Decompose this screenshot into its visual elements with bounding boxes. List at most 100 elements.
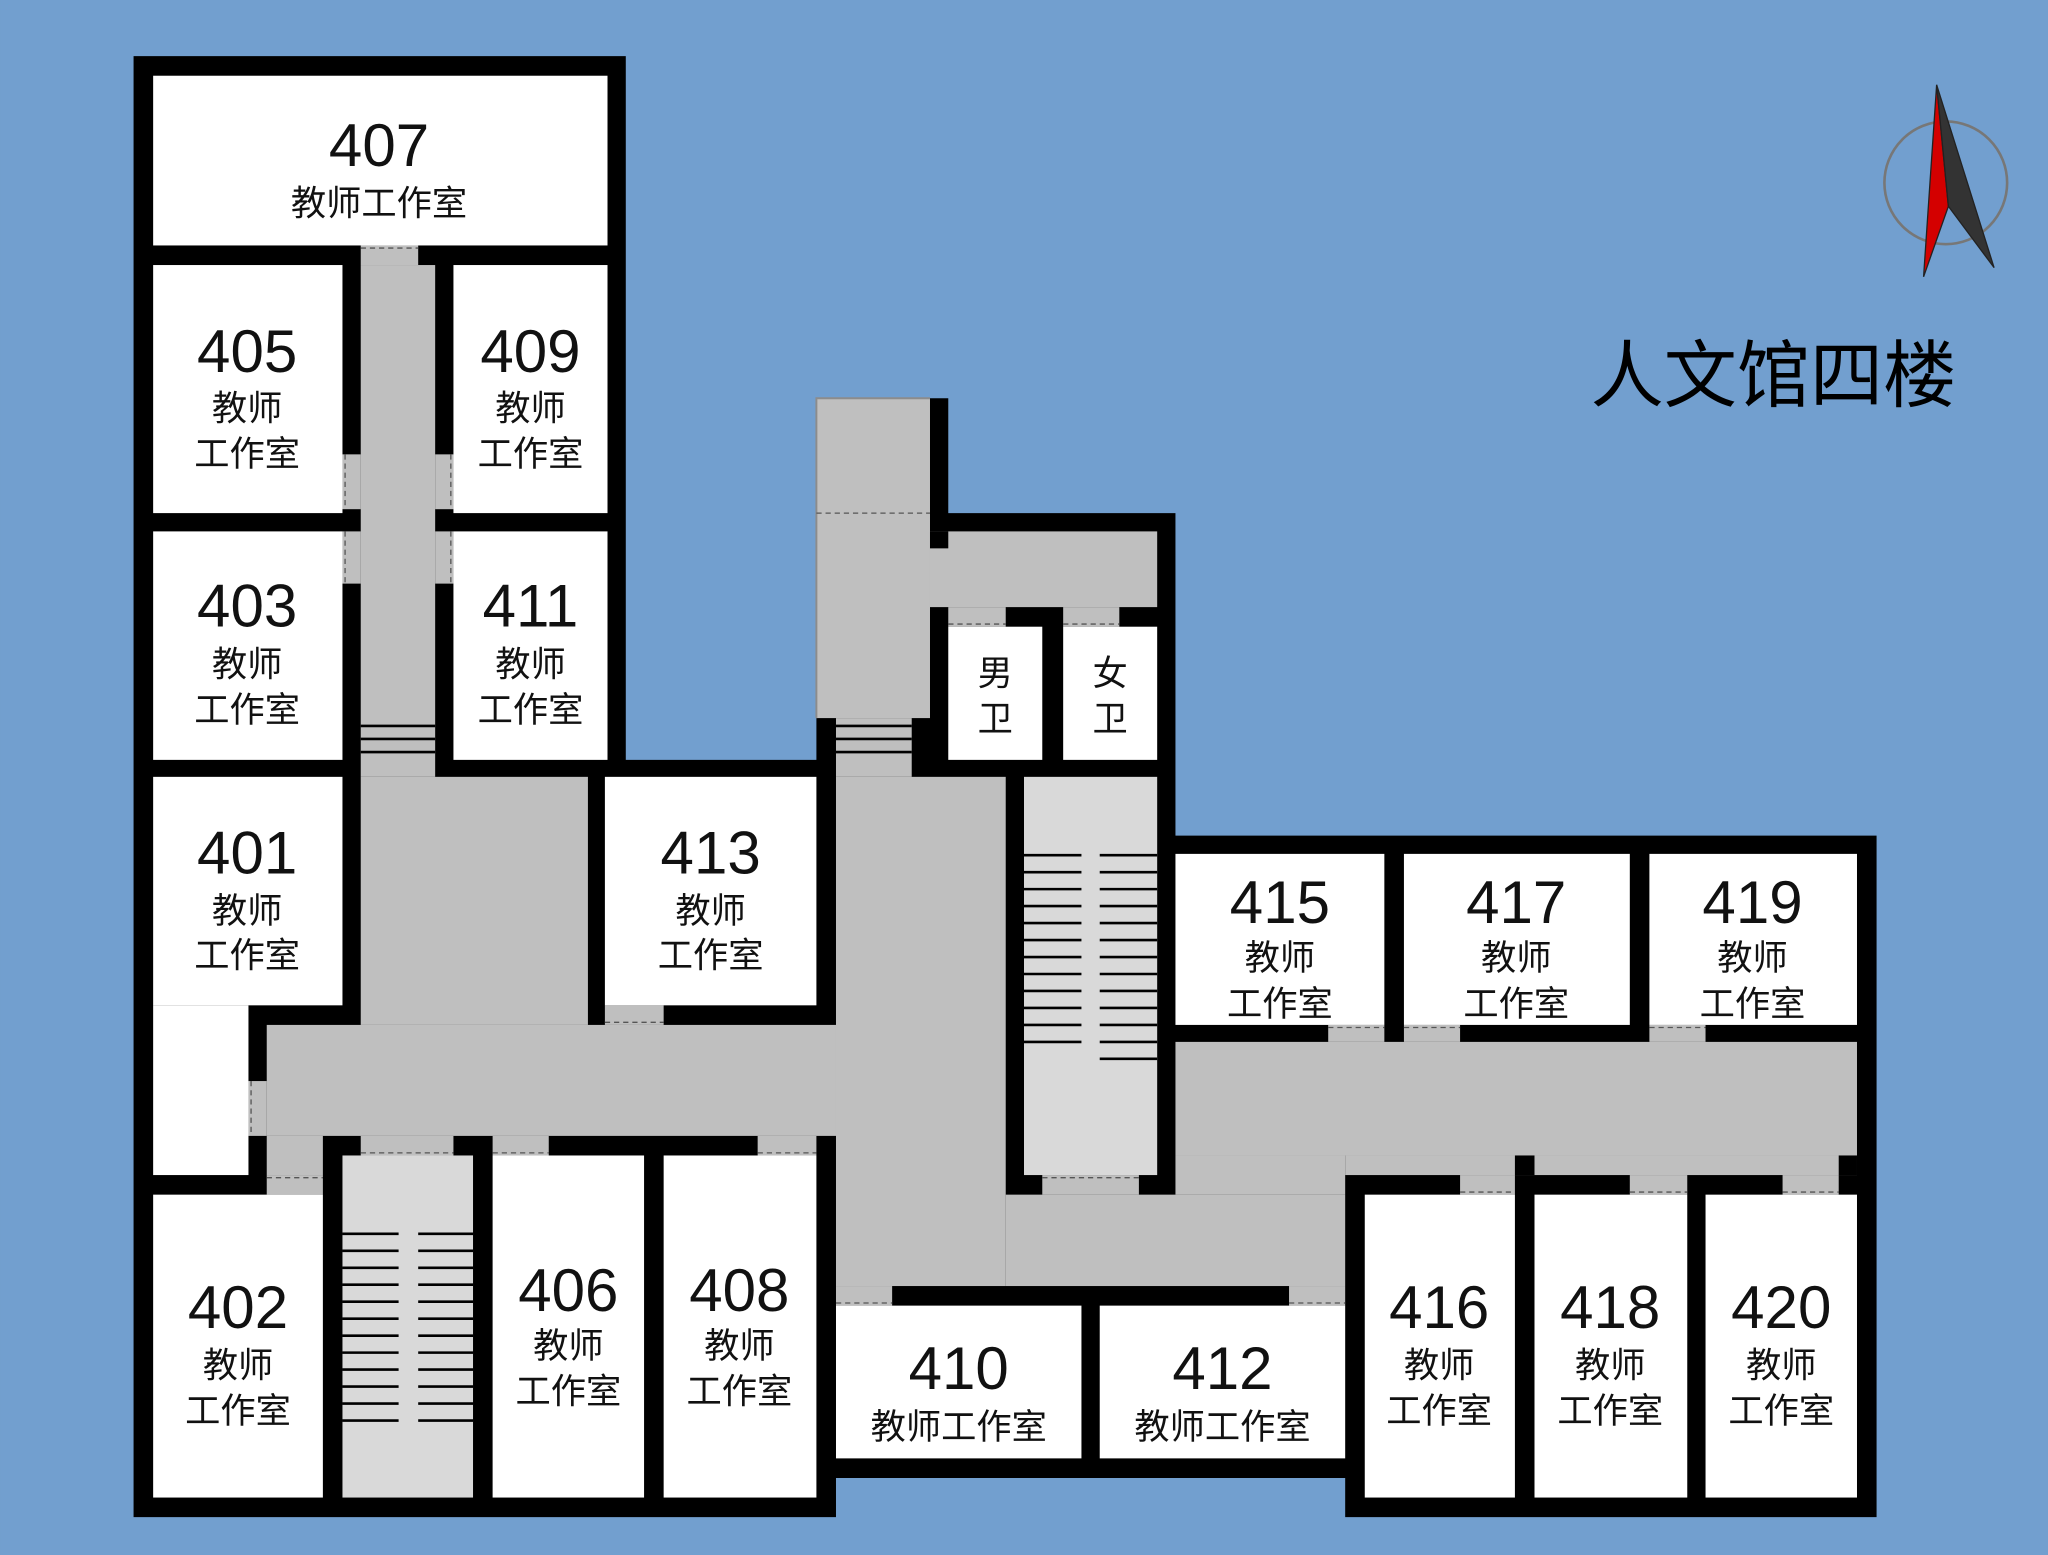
room-floor: [153, 75, 608, 246]
doorway-restroom-women: [1063, 607, 1120, 627]
room-floor: [1099, 1305, 1346, 1459]
restroom-women: 女 卫: [1063, 626, 1158, 760]
room-floor: [1705, 1194, 1857, 1498]
room-410: 410 教师工作室: [835, 1305, 1082, 1459]
room-417: 417 教师 工作室: [1403, 853, 1630, 1025]
room-floor: [1403, 853, 1630, 1025]
room-floor: [663, 1155, 817, 1498]
corridor-west-vertical: [360, 265, 436, 777]
room-label-line2: 工作室: [1227, 985, 1333, 1024]
room-406: 406 教师 工作室: [492, 1155, 645, 1498]
room-floor: [453, 265, 608, 514]
room-416: 416 教师 工作室: [1364, 1194, 1515, 1498]
room-label-line2: 工作室: [515, 1373, 621, 1412]
room-label-line2: 工作室: [1728, 1392, 1834, 1431]
room-408: 408 教师 工作室: [663, 1155, 817, 1498]
doorway-stair-west: [360, 1135, 454, 1156]
room-number: 407: [329, 112, 429, 179]
doorway-406: [492, 1135, 549, 1156]
doorway-413: [604, 1005, 664, 1025]
room-label-line2: 工作室: [1557, 1392, 1663, 1431]
room-number: 411: [483, 573, 579, 640]
compass-needle-dark: [1935, 84, 1995, 269]
room-label: 教师工作室: [1134, 1408, 1310, 1447]
corridors: [266, 265, 1857, 1287]
room-floor: [153, 1005, 249, 1176]
pillar: [1838, 1155, 1857, 1176]
room-label-line2: 工作室: [194, 936, 300, 975]
room-label-line1: 教师: [704, 1327, 775, 1366]
corridor-north-annex: [816, 398, 930, 719]
restroom-label-line1: 女: [1093, 654, 1128, 693]
room-411: 411 教师 工作室: [453, 531, 608, 760]
room-number: 416: [1389, 1274, 1489, 1341]
room-floor: [835, 1305, 1082, 1459]
staircase-east: [1023, 776, 1158, 1176]
room-label-line1: 教师: [203, 1346, 274, 1385]
room-418: 418 教师 工作室: [1534, 1194, 1688, 1498]
room-label-line2: 工作室: [1463, 985, 1569, 1024]
restroom-label-line2: 卫: [1093, 700, 1128, 739]
room-label-line1: 教师: [495, 389, 566, 428]
doorway-405: [342, 454, 361, 510]
pillar: [1514, 1155, 1535, 1176]
room-floor: [604, 776, 817, 1006]
room-number: 401: [197, 819, 297, 886]
room-409: 409 教师 工作室: [453, 265, 608, 514]
room-label-line1: 教师: [1717, 939, 1788, 978]
restroom-label-line1: 男: [978, 654, 1013, 693]
room-floor: [1175, 853, 1385, 1025]
room-413: 413 教师 工作室: [604, 776, 817, 1006]
room-label-line1: 教师: [495, 645, 566, 684]
doorway-417: [1403, 1024, 1461, 1042]
room-number: 413: [661, 819, 761, 886]
room-number: 402: [188, 1274, 288, 1341]
room-number: 406: [518, 1257, 618, 1324]
doorway-403: [342, 531, 361, 584]
doorway-411: [435, 531, 454, 584]
room-label-line2: 工作室: [478, 691, 584, 730]
room-401: 401 教师 工作室: [153, 776, 343, 1006]
floor-title: 人文馆四楼: [1591, 336, 1957, 417]
doorway-412: [1289, 1286, 1346, 1306]
room-label-line2: 工作室: [686, 1373, 792, 1412]
room-405: 405 教师 工作室: [153, 265, 343, 514]
room-number: 405: [197, 318, 297, 385]
room-number: 403: [197, 573, 297, 640]
doorway-408: [757, 1135, 817, 1156]
room-label-line2: 工作室: [658, 936, 764, 975]
corridor-main-west: [266, 1024, 836, 1136]
room-floor: [1649, 853, 1857, 1025]
landing-steps-west: [360, 724, 436, 754]
room-number: 410: [909, 1335, 1009, 1402]
room-415: 415 教师 工作室: [1175, 853, 1385, 1025]
doorway-418: [1629, 1175, 1688, 1195]
room-label-line2: 工作室: [478, 435, 584, 474]
room-label-line1: 教师: [1481, 939, 1552, 978]
corridor-east: [1175, 1041, 1857, 1156]
room-label-line2: 工作室: [1386, 1392, 1492, 1431]
room-label-line1: 教师: [675, 892, 746, 931]
corridor-south: [1005, 1194, 1346, 1287]
room-floor: [153, 1194, 323, 1498]
doorway-419: [1649, 1024, 1706, 1042]
room-label-line1: 教师: [212, 892, 283, 931]
staircase-floor: [342, 1155, 474, 1498]
room-420: 420 教师 工作室: [1705, 1194, 1857, 1498]
corridor-east-link: [1175, 1155, 1346, 1195]
room-403: 403 教师 工作室: [153, 531, 343, 760]
restroom-men: 男 卫: [948, 626, 1043, 760]
corridor-east-strip: [1345, 1155, 1857, 1176]
doorway-410: [835, 1286, 893, 1306]
room-floor: [948, 626, 1043, 760]
room-floor: [1534, 1194, 1688, 1498]
north-arrow-icon: [1883, 84, 2009, 278]
room-label-line1: 教师: [1746, 1346, 1817, 1385]
room-number: 419: [1702, 869, 1802, 936]
room-number: 408: [689, 1257, 789, 1324]
room-label: 教师工作室: [291, 184, 467, 223]
room-number: 409: [480, 318, 580, 385]
room-number: 412: [1172, 1335, 1272, 1402]
corridor-west-hall: [360, 776, 588, 1025]
